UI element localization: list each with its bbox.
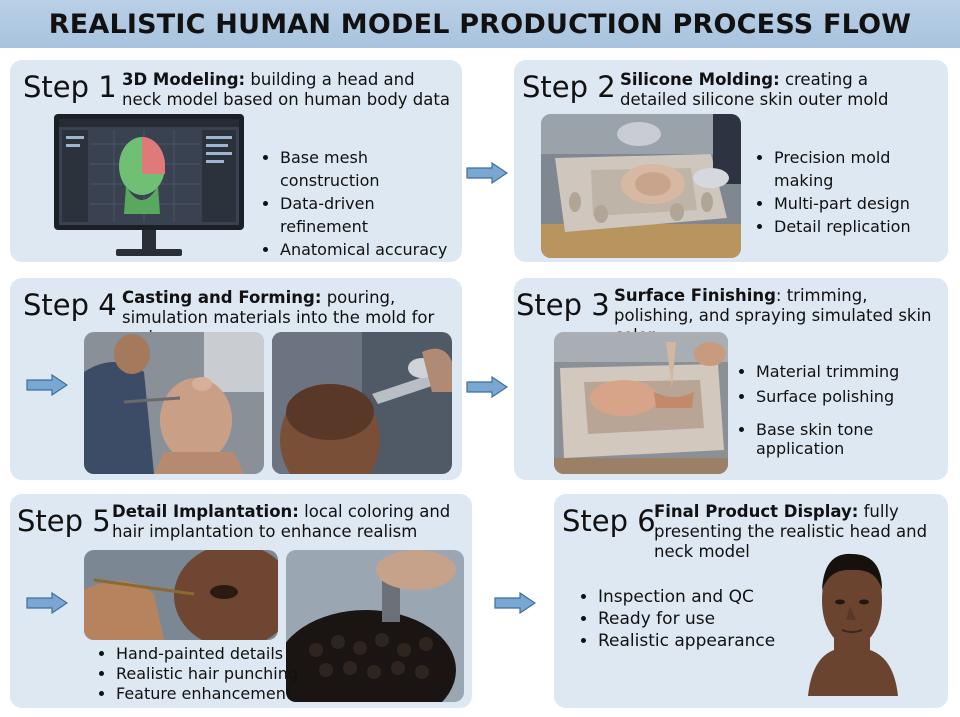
step-1-bullet: Base mesh construction bbox=[280, 146, 462, 192]
step-1-bullets: Base mesh construction Data-driven refin… bbox=[262, 146, 462, 261]
casting-technician-photo bbox=[84, 332, 264, 474]
step-5-number: Step 5 bbox=[17, 504, 111, 538]
step-5-bullet: Hand-painted details bbox=[116, 644, 298, 664]
hair-punching-photo bbox=[286, 550, 464, 702]
step-4-card: Step 4 Casting and Forming: pouring, sim… bbox=[10, 278, 462, 480]
surface-finishing-photo bbox=[554, 332, 728, 474]
step-6-name: Final Product Display: bbox=[654, 502, 859, 521]
step-2-number: Step 2 bbox=[522, 70, 616, 104]
step-3-number: Step 3 bbox=[516, 288, 610, 322]
step-5-text: local coloring and hair implantation to … bbox=[112, 502, 451, 541]
airbrush-spraying-photo bbox=[272, 332, 452, 474]
step-6-text: fully presenting the realistic head and … bbox=[654, 502, 928, 561]
arrow-right-icon bbox=[494, 592, 536, 614]
step-2-name: Silicone Molding: bbox=[620, 70, 780, 89]
step-2-text: creating a detailed silicone skin outer … bbox=[620, 70, 889, 109]
step-2-bullet: Precision mold making bbox=[774, 146, 948, 192]
arrow-right-icon bbox=[466, 376, 508, 398]
step-2-description: Silicone Molding: creating a detailed si… bbox=[620, 70, 940, 110]
step-5-bullet: Feature enhancement bbox=[116, 684, 298, 704]
final-head-model-image bbox=[808, 553, 898, 696]
step-5-bullets: Hand-painted details Realistic hair punc… bbox=[98, 644, 298, 704]
title-banner: REALISTIC HUMAN MODEL PRODUCTION PROCESS… bbox=[0, 0, 960, 48]
step-1-number: Step 1 bbox=[23, 70, 117, 104]
step-5-description: Detail Implantation: local coloring and … bbox=[112, 502, 468, 542]
step-3-bullet: Surface polishing bbox=[756, 387, 948, 406]
step-2-bullet: Multi-part design bbox=[774, 192, 948, 215]
step-3-bullets: Material trimming Surface polishing Base… bbox=[738, 362, 948, 458]
step-6-bullets: Inspection and QC Ready for use Realisti… bbox=[580, 586, 775, 652]
step-3-name: Surface Finishing bbox=[614, 286, 776, 305]
step-2-card: Step 2 Silicone Molding: creating a deta… bbox=[514, 60, 948, 262]
step-1-bullet: Data-driven refinement bbox=[280, 192, 462, 238]
step-3-bullet: Base skin tone application bbox=[756, 420, 948, 458]
step-3-bullet: Material trimming bbox=[756, 362, 948, 381]
step-5-name: Detail Implantation: bbox=[112, 502, 299, 521]
step-5-card: Step 5 Detail Implantation: local colori… bbox=[10, 494, 472, 708]
step-1-text: building a head and neck model based on … bbox=[122, 70, 450, 109]
step-1-name: 3D Modeling: bbox=[122, 70, 246, 89]
silicone-mold-photo bbox=[541, 114, 741, 258]
hand-painting-photo bbox=[84, 550, 278, 640]
step-4-name: Casting and Forming: bbox=[122, 288, 322, 307]
step-5-bullet: Realistic hair punching bbox=[116, 664, 298, 684]
step-6-bullet: Ready for use bbox=[598, 608, 775, 630]
step-3-card: Step 3 Surface Finishing: trimming, poli… bbox=[514, 278, 948, 480]
monitor-3d-modeling-image bbox=[54, 114, 244, 256]
step-2-bullet: Detail replication bbox=[774, 215, 948, 238]
step-6-bullet: Realistic appearance bbox=[598, 630, 775, 652]
step-1-bullet: Anatomical accuracy bbox=[280, 238, 462, 261]
step-1-card: Step 1 3D Modeling: building a head and … bbox=[10, 60, 462, 262]
step-6-bullet: Inspection and QC bbox=[598, 586, 775, 608]
step-4-number: Step 4 bbox=[23, 288, 117, 322]
step-3-description: Surface Finishing: trimming, polishing, … bbox=[614, 286, 944, 346]
step-6-card: Step 6 Final Product Display: fully pres… bbox=[554, 494, 948, 708]
arrow-right-icon bbox=[26, 592, 68, 614]
step-6-number: Step 6 bbox=[562, 504, 656, 538]
step-6-description: Final Product Display: fully presenting … bbox=[654, 502, 946, 562]
page-title: REALISTIC HUMAN MODEL PRODUCTION PROCESS… bbox=[48, 8, 912, 40]
arrow-right-icon bbox=[466, 162, 508, 184]
arrow-right-icon bbox=[26, 374, 68, 396]
step-1-description: 3D Modeling: building a head and neck mo… bbox=[122, 70, 452, 110]
step-2-bullets: Precision mold making Multi-part design … bbox=[756, 146, 948, 238]
